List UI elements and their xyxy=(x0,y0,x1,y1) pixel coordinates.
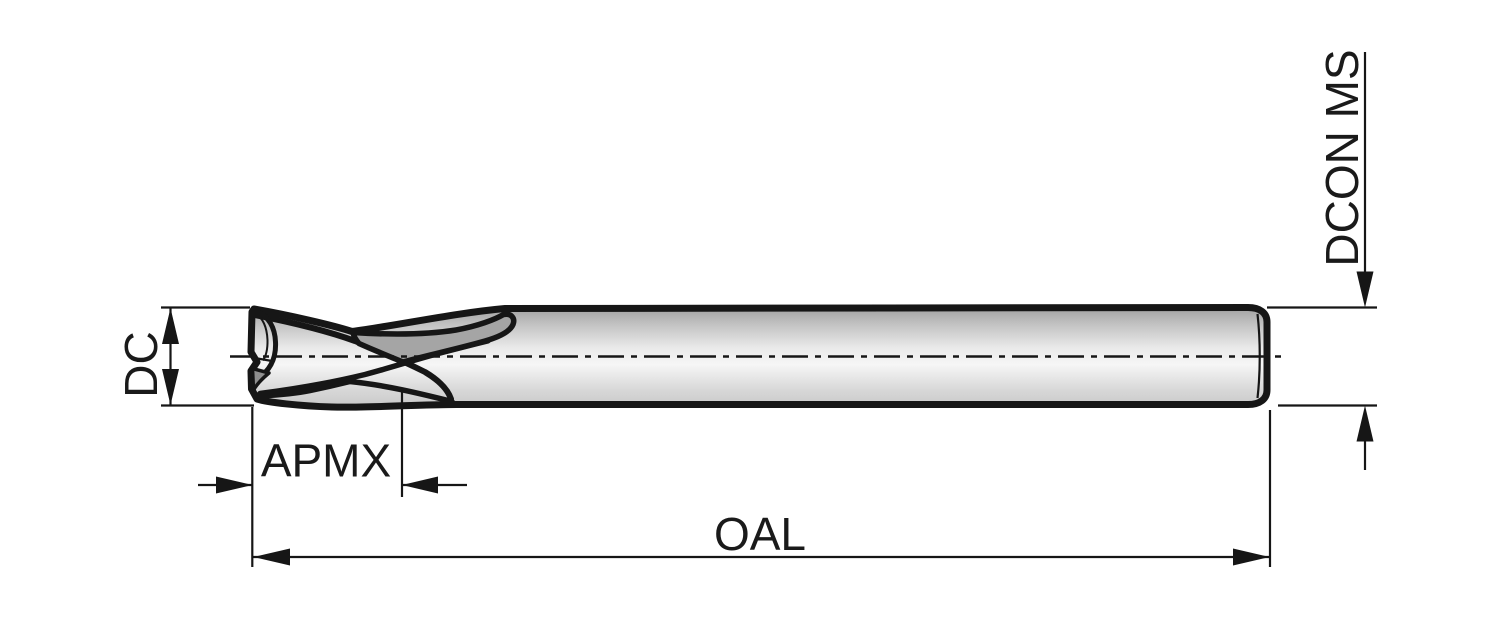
dcon-arrow-down xyxy=(1356,271,1374,308)
tip-face-dark-wedge xyxy=(250,366,271,392)
dc-label: DC xyxy=(115,331,167,397)
oal-label: OAL xyxy=(714,508,806,560)
apmx-arrow-left xyxy=(216,476,253,494)
dcon-arrow-up xyxy=(1356,405,1374,442)
flute-relief-edge xyxy=(257,378,455,405)
flute-face xyxy=(350,311,517,365)
tip-gash-line xyxy=(251,356,273,363)
dcon-label: DCON MS xyxy=(1316,49,1368,266)
apmx-arrow-right xyxy=(402,476,438,494)
oal-arrow-right xyxy=(1233,548,1270,566)
dc-arrow-down xyxy=(162,369,179,405)
dc-arrow-up xyxy=(162,308,179,344)
dcon-dimension xyxy=(1267,52,1377,470)
oal-arrow-left xyxy=(253,548,290,566)
oal-dimension xyxy=(253,410,1272,567)
apmx-label: APMX xyxy=(261,435,391,487)
